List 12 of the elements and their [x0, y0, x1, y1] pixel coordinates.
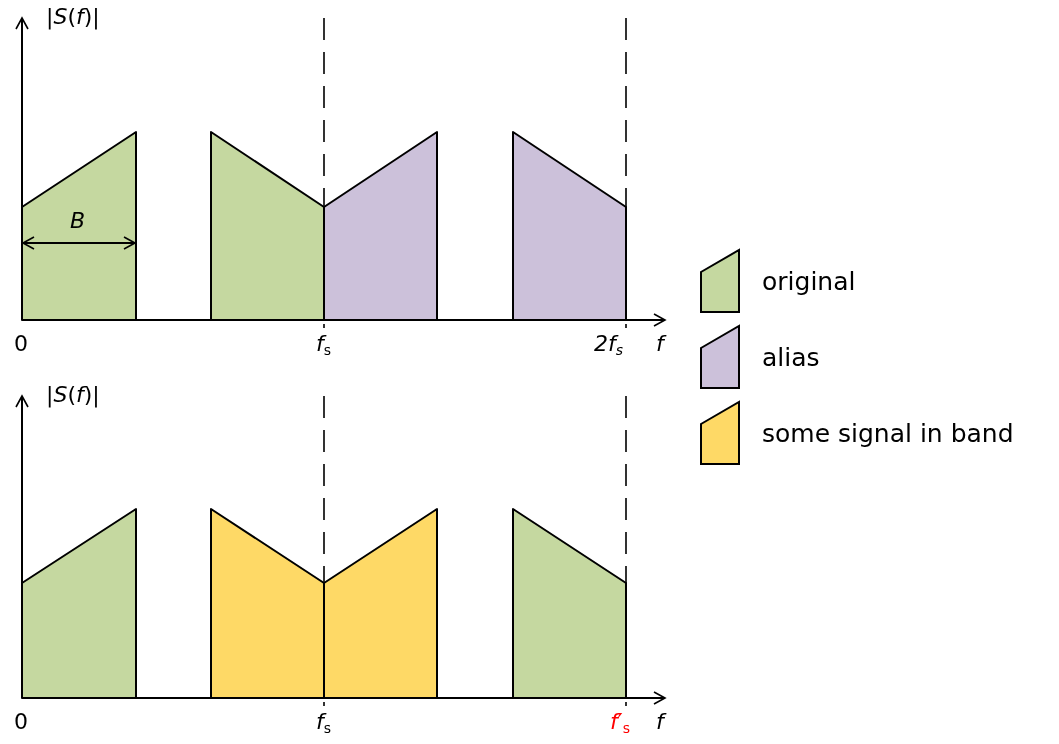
- axis-label: f$_{s}$: [316, 711, 332, 735]
- axis-label: 0: [14, 333, 28, 355]
- legend-label: some signal in band: [762, 421, 1014, 446]
- axis-label: 0: [14, 711, 28, 733]
- legend-label: alias: [762, 345, 820, 370]
- axis-label: f′$_{s}$: [610, 711, 631, 735]
- axis-label: |S(f)|: [46, 384, 100, 406]
- axis-label: f$_{s}$: [316, 333, 332, 357]
- legend-label: original: [762, 269, 856, 294]
- axis-label: |S(f)|: [46, 6, 100, 28]
- axis-label: B: [70, 210, 86, 232]
- axis-label: 2f$_{s}$: [594, 333, 624, 357]
